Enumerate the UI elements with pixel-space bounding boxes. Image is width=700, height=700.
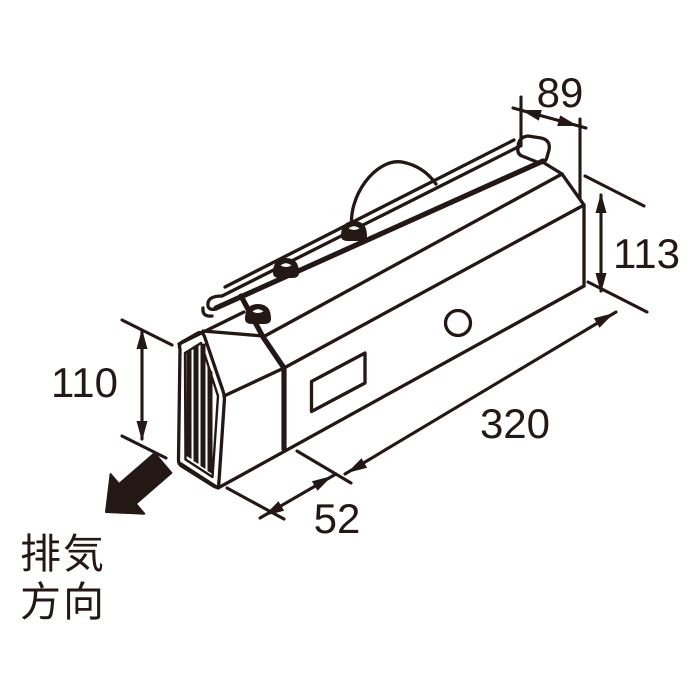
dim-113-label: 113 <box>613 230 680 277</box>
plate-left-end <box>206 294 224 312</box>
arrowhead-icon <box>595 193 607 213</box>
grille-face-outline <box>176 330 227 489</box>
dimension-lines <box>120 95 649 521</box>
screw-icon <box>273 258 299 278</box>
dim-110-ext-bottom <box>120 434 168 460</box>
dim-52-ext-right <box>295 449 353 485</box>
arrowhead-icon <box>521 110 542 121</box>
arrowhead-icon <box>347 458 368 473</box>
dim-52-ext-left <box>225 486 286 521</box>
body-back-left-corner <box>201 306 214 318</box>
grille-slat <box>193 345 199 464</box>
plate-right-lip <box>516 134 551 165</box>
dim-52 <box>225 449 353 521</box>
body-chamfer-ridge <box>261 172 564 339</box>
grille-slat <box>207 366 213 474</box>
dim-113 <box>583 174 649 314</box>
grille-slat <box>200 343 206 469</box>
plate-screws <box>245 221 367 324</box>
grille-slats <box>186 343 213 474</box>
arrowhead-icon <box>264 501 285 516</box>
dim-113-ext-bottom <box>586 280 649 314</box>
dim-113-ext-top <box>583 174 646 208</box>
front-label-recess <box>309 351 367 414</box>
exhaust-direction-label-line2: 方向 <box>20 579 106 625</box>
arrowhead-icon <box>136 421 148 441</box>
handle-arc <box>349 160 438 232</box>
dim-320 <box>343 310 618 476</box>
front-face-hole <box>443 308 473 338</box>
arrowhead-icon <box>311 476 332 491</box>
dim-89 <box>511 95 588 201</box>
duct-body <box>105 95 649 521</box>
vent-grille-cap <box>176 310 286 489</box>
dim-110-label: 110 <box>51 359 118 406</box>
screw-icon <box>245 304 271 324</box>
dim-110 <box>120 318 174 460</box>
grille-inner-frame <box>183 341 220 479</box>
arrowhead-icon <box>593 313 614 328</box>
dim-320-line <box>343 310 618 476</box>
mounting-plate <box>201 134 564 318</box>
dim-89-label: 89 <box>537 69 584 116</box>
body-front-ridge <box>282 203 586 370</box>
dim-52-label: 52 <box>314 495 361 542</box>
dim-320-label: 320 <box>480 400 550 447</box>
exhaust-direction-label-line1: 排気 <box>20 531 106 577</box>
arrowhead-icon <box>595 273 607 293</box>
plate-far-edge <box>220 144 522 298</box>
arrowhead-icon <box>136 329 148 349</box>
plate-lip-to-chamfer-edge <box>539 159 564 176</box>
cap-front-top-edge <box>201 329 265 338</box>
plate-near-edge <box>213 158 546 311</box>
dim-110-ext-top <box>120 318 174 347</box>
cap-chamfer-edge <box>222 366 286 398</box>
grille-slat <box>186 349 192 459</box>
plate-flange-top-edge <box>223 138 516 289</box>
screw-icon <box>341 221 367 241</box>
exhaust-direction-arrow-icon <box>105 452 173 515</box>
arrowhead-icon <box>557 115 578 126</box>
